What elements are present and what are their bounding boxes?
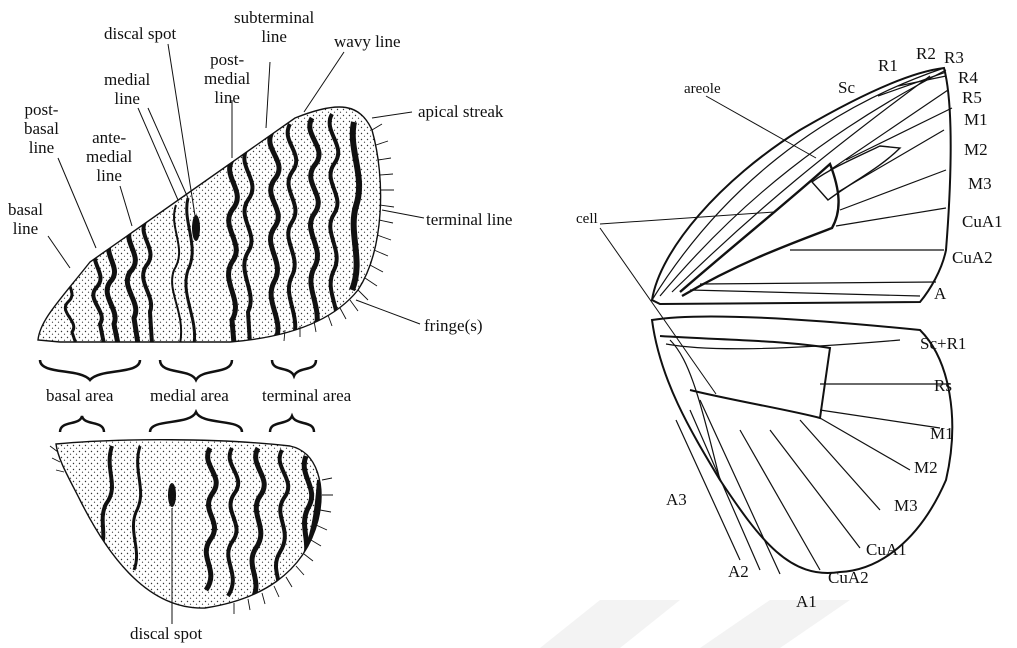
label-A1: A1: [796, 592, 817, 611]
label-R1: R1: [878, 56, 898, 75]
label-CuA2-hindwing: CuA2: [828, 568, 869, 587]
label-CuA1-hindwing: CuA1: [866, 540, 907, 559]
label-M1-hindwing: M1: [930, 424, 954, 443]
left-hindwing: [50, 440, 333, 614]
label-R3: R3: [944, 48, 964, 67]
label-M3-hindwing: M3: [894, 496, 918, 515]
label-terminal-line: terminal line: [426, 210, 512, 229]
label-antemedial-line: ante- medial line: [86, 128, 132, 185]
label-discal-spot-bottom: discal spot: [130, 624, 202, 643]
label-R4: R4: [958, 68, 978, 87]
label-postmedial-line: post- medial line: [204, 50, 250, 107]
label-cell: cell: [576, 210, 598, 229]
label-fringes: fringe(s): [424, 316, 483, 335]
label-R2: R2: [916, 44, 936, 63]
right-forewing: [652, 68, 952, 304]
label-Sc: Sc: [838, 78, 855, 97]
label-terminal-area: terminal area: [262, 386, 351, 405]
label-CuA2-forewing: CuA2: [952, 248, 993, 267]
label-areole: areole: [684, 80, 721, 99]
label-basal-line: basal line: [8, 200, 43, 238]
label-basal-area: basal area: [46, 386, 113, 405]
label-R5: R5: [962, 88, 982, 107]
right-hindwing: [652, 316, 952, 574]
label-subterminal-line: subterminal line: [234, 8, 314, 46]
label-apical-streak: apical streak: [418, 102, 503, 121]
label-A-forewing: A: [934, 284, 946, 303]
label-discal-spot-top: discal spot: [104, 24, 176, 43]
label-medial-area: medial area: [150, 386, 229, 405]
label-A2: A2: [728, 562, 749, 581]
label-medial-line: medial line: [104, 70, 150, 108]
label-wavy-line: wavy line: [334, 32, 401, 51]
label-M2-forewing: M2: [964, 140, 988, 159]
label-M2-hindwing: M2: [914, 458, 938, 477]
label-CuA1-forewing: CuA1: [962, 212, 1003, 231]
label-A3: A3: [666, 490, 687, 509]
label-Rs: Rs: [934, 376, 952, 395]
label-postbasal-line: post- basal line: [24, 100, 59, 157]
label-ScR1: Sc+R1: [920, 334, 966, 353]
label-M3-forewing: M3: [968, 174, 992, 193]
label-M1-forewing: M1: [964, 110, 988, 129]
